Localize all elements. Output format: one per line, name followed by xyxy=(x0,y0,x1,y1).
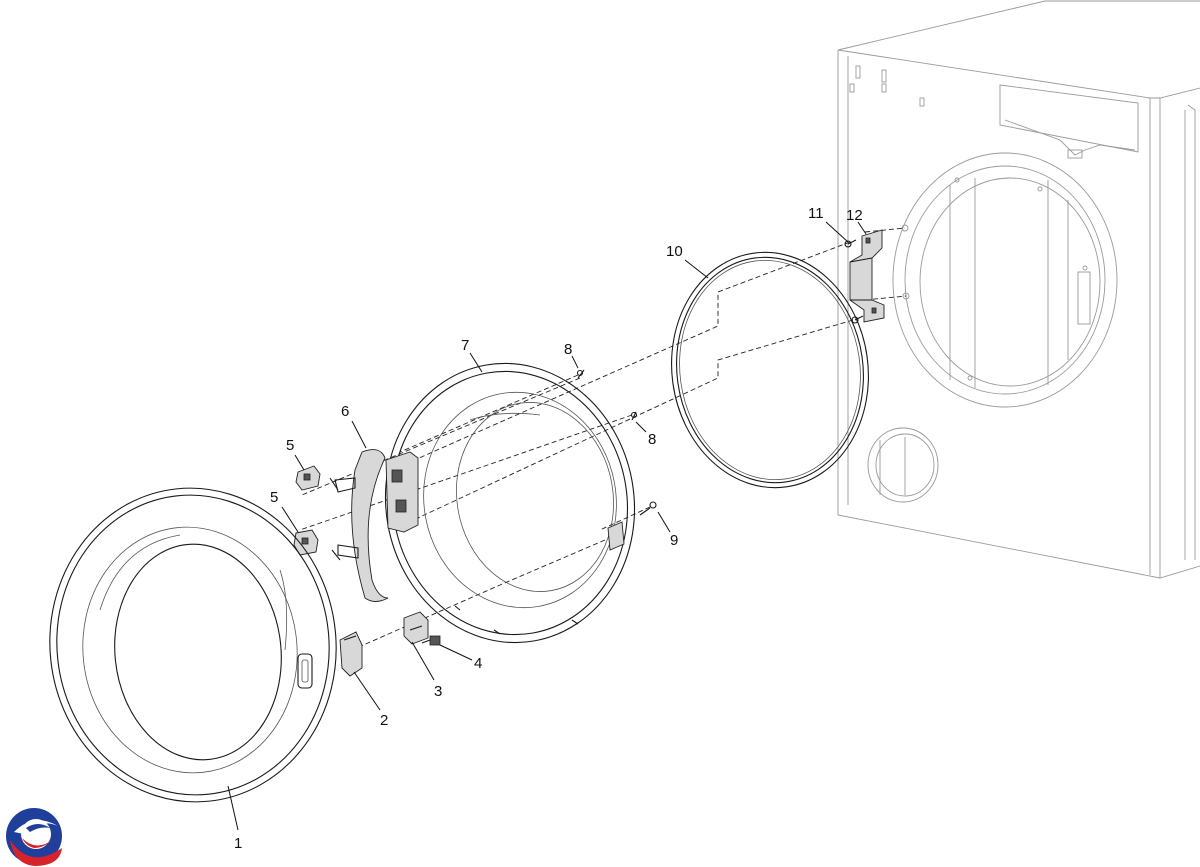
callout-5-lower: 5 xyxy=(270,489,278,506)
callout-8-upper: 8 xyxy=(564,341,572,358)
callout-10: 10 xyxy=(666,243,683,260)
brand-logo xyxy=(6,808,62,866)
inner-door-frame xyxy=(384,362,636,644)
hinge-blocks xyxy=(293,465,321,556)
latch-fixing-screw xyxy=(421,635,441,646)
handle-insert xyxy=(339,631,363,677)
callout-9: 9 xyxy=(670,532,678,549)
outer-door-trim xyxy=(49,487,337,803)
callout-7: 7 xyxy=(461,337,469,354)
callout-numbers: 1 2 3 4 5 5 6 7 8 8 9 10 11 12 xyxy=(234,205,863,852)
callout-4: 4 xyxy=(474,655,482,672)
callout-2: 2 xyxy=(380,712,388,729)
door-handle xyxy=(329,449,389,602)
latch-screw xyxy=(639,501,657,516)
door-latch xyxy=(403,611,429,645)
callout-12: 12 xyxy=(846,207,863,224)
leader-lines xyxy=(227,221,867,831)
dryer-cabinet xyxy=(837,0,1200,579)
callout-6: 6 xyxy=(341,403,349,420)
callout-3: 3 xyxy=(434,683,442,700)
callout-5-upper: 5 xyxy=(286,437,294,454)
frame-screws xyxy=(576,369,638,421)
door-gasket-ring xyxy=(671,251,869,489)
callout-1: 1 xyxy=(234,835,242,852)
hinge xyxy=(849,229,885,323)
callout-11: 11 xyxy=(808,205,824,222)
callout-8-lower: 8 xyxy=(648,431,656,448)
